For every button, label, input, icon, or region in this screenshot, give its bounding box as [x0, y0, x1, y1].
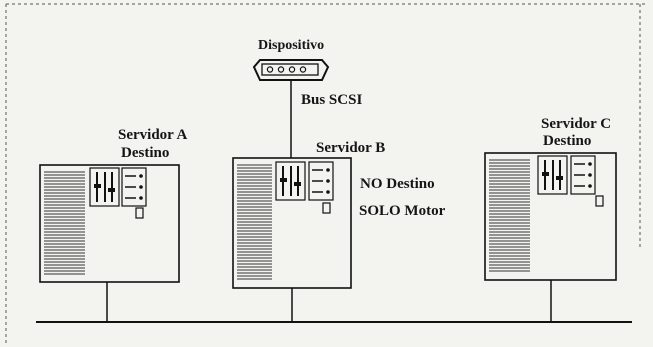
server-a-icon — [40, 165, 179, 282]
server-b-note-1: NO Destino — [360, 176, 435, 193]
server-b-note-2: SOLO Motor — [359, 203, 445, 220]
server-c-role: Destino — [543, 133, 591, 150]
server-c-name: Servidor C — [541, 116, 611, 133]
server-b-name: Servidor B — [316, 140, 385, 157]
server-c-icon — [485, 153, 616, 280]
server-a-name: Servidor A — [118, 127, 187, 144]
bus-scsi-label: Bus SCSI — [301, 92, 362, 109]
device-label: Dispositivo — [258, 37, 324, 54]
device-connector-icon — [254, 60, 328, 80]
server-a-role: Destino — [121, 145, 169, 162]
server-b-icon — [233, 158, 351, 288]
